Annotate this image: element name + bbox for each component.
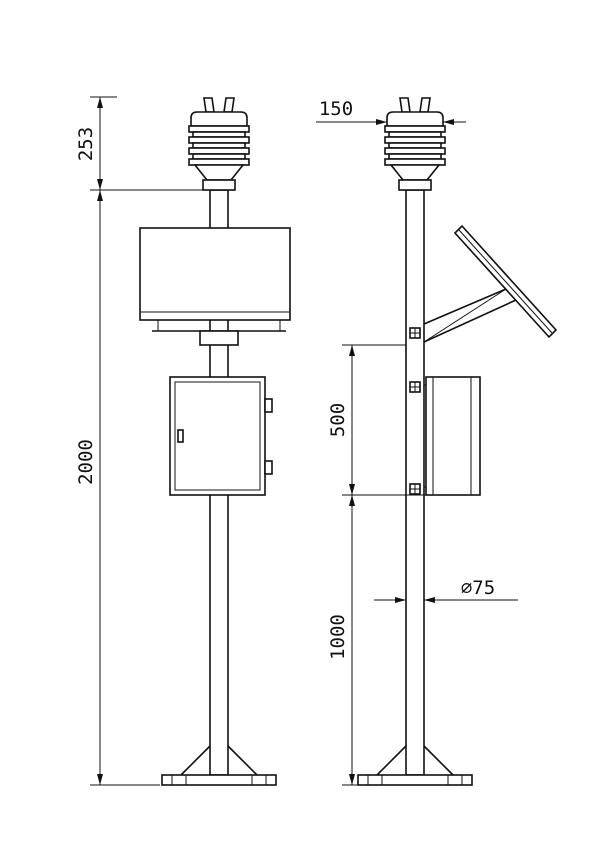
sensor-flange xyxy=(398,179,432,191)
front-view: 253 2000 xyxy=(75,96,291,786)
sensor-louvers xyxy=(188,125,250,166)
side-base xyxy=(357,745,473,786)
sensor-cone xyxy=(193,164,245,181)
dim-1000-label: 1000 xyxy=(327,614,349,660)
sensor-flange xyxy=(202,179,236,191)
front-base-plate xyxy=(161,774,277,786)
cabinet-handle xyxy=(177,429,184,443)
cabinet-hinge-top xyxy=(264,398,273,413)
dim-diameter-label: ∅75 xyxy=(461,577,495,599)
pole-clamp-bolts xyxy=(409,327,421,495)
side-pole xyxy=(405,189,425,776)
dim-500-label: 500 xyxy=(327,403,349,437)
sensor-prong-right xyxy=(223,97,235,113)
dim-253-label: 253 xyxy=(75,127,97,161)
cabinet-hinge-bottom xyxy=(264,460,273,475)
dim-1000: 1000 xyxy=(327,495,376,786)
sensor-cap xyxy=(386,111,444,127)
dim-150-label: 150 xyxy=(319,98,353,120)
front-cabinet xyxy=(169,376,273,496)
solar-panel-assembly xyxy=(423,224,558,343)
sensor-prong-left xyxy=(399,97,411,113)
front-weather-sensor xyxy=(188,97,250,191)
sensor-prong-left xyxy=(203,97,215,113)
panel-pole-clamp xyxy=(199,330,239,346)
front-base xyxy=(161,745,277,786)
sensor-cap xyxy=(190,111,248,127)
sensor-louvers xyxy=(384,125,446,166)
sensor-prong-right xyxy=(419,97,431,113)
side-cabinet xyxy=(424,376,481,496)
display-panel xyxy=(139,227,291,346)
side-weather-sensor xyxy=(384,97,446,191)
front-dimensions: 253 2000 xyxy=(75,96,204,786)
side-base-plate xyxy=(357,774,473,786)
dim-2000-label: 2000 xyxy=(75,439,97,485)
side-view: 150 500 1000 ∅75 xyxy=(316,97,558,786)
dim-500: 500 xyxy=(327,344,426,496)
sensor-cone xyxy=(389,164,441,181)
dim-150: 150 xyxy=(316,98,466,125)
dim-diameter-75: ∅75 xyxy=(374,577,518,603)
